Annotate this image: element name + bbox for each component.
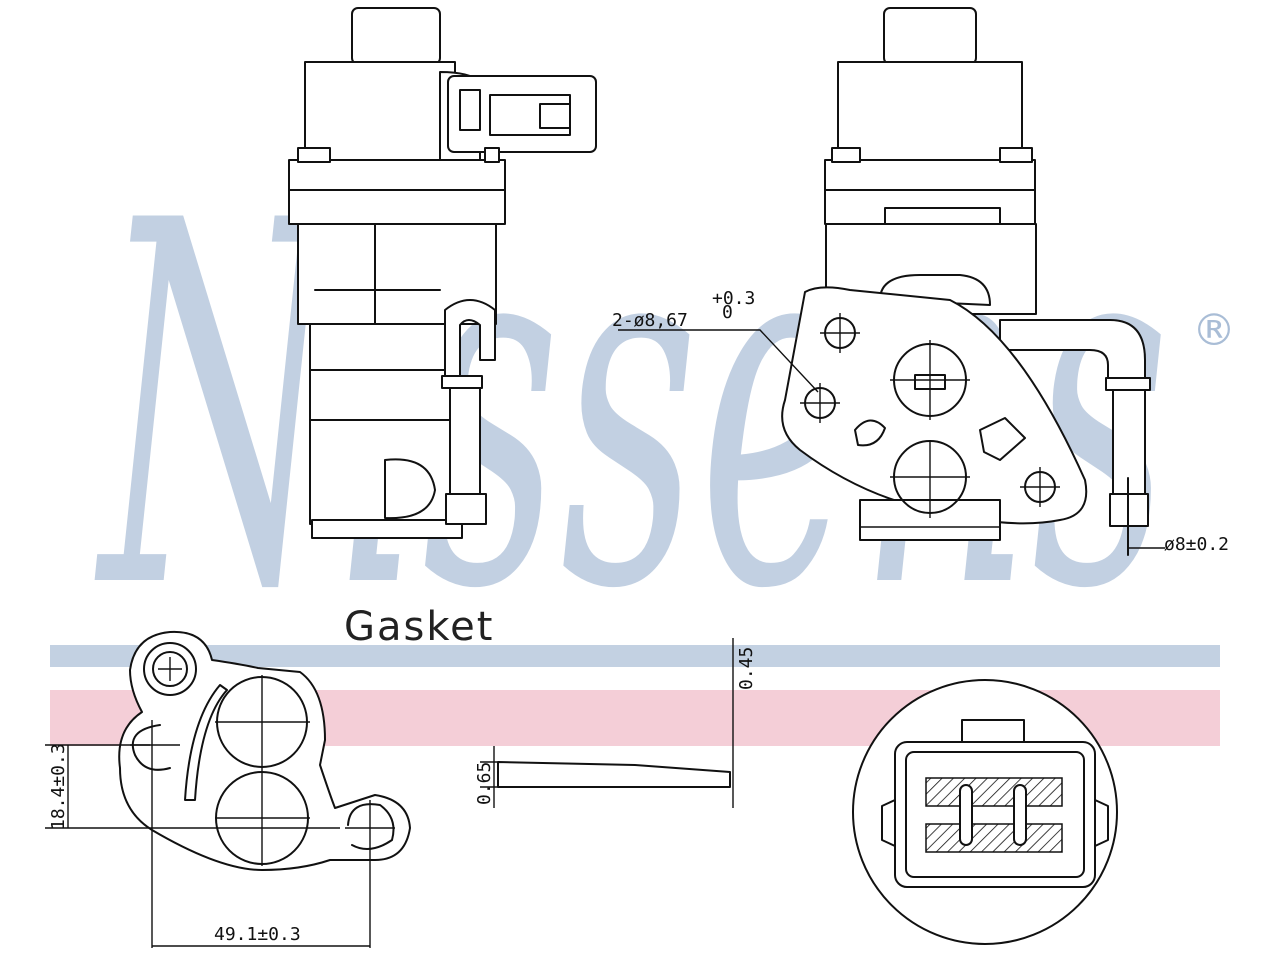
registered-mark: ® — [1192, 305, 1236, 356]
bolt-tolerance-lower: 0 — [722, 302, 733, 323]
valve-front-view — [618, 7, 1165, 556]
pipe-diameter-dimension: ø8±0.2 — [1164, 534, 1229, 555]
gasket-outline — [45, 630, 411, 948]
width-dimension: 49.1±0.3 — [214, 924, 301, 945]
total-thickness-dimension: 0.45 — [736, 647, 757, 690]
brand-stripe-blue — [50, 645, 1220, 667]
gasket-section — [480, 638, 734, 808]
valve-side-view — [288, 7, 597, 539]
bolt-hole-dimension: 2-ø8,67 — [612, 310, 688, 331]
gasket-label: Gasket — [344, 604, 494, 650]
height-dimension: 18.4±0.3 — [48, 743, 69, 830]
layer-thickness-dimension: 0.65 — [474, 762, 495, 805]
connector-detail — [852, 679, 1118, 945]
bolt-tolerance-upper: +0.3 — [712, 288, 755, 309]
